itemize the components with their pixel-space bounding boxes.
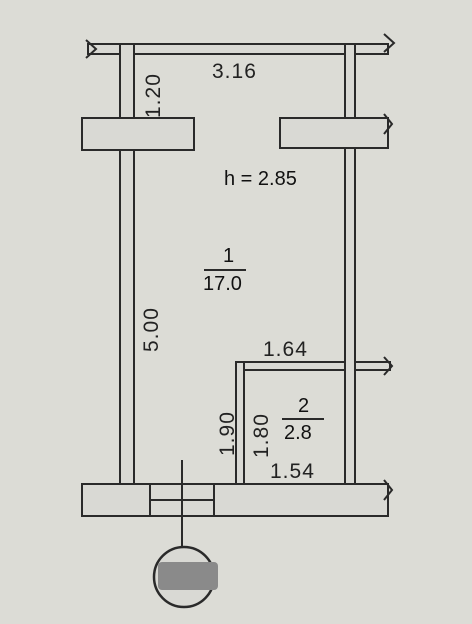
room1-area: 17.0 [203, 273, 242, 295]
break-mark-right [383, 33, 396, 53]
right-stub-room2 [354, 361, 391, 371]
left-wall [119, 149, 135, 485]
ceiling-height: h = 2.85 [224, 168, 297, 190]
room2-area: 2.8 [284, 422, 312, 444]
dim-top-left-depth: 1.20 [142, 73, 165, 118]
north-arrow-circle-icon [152, 545, 218, 609]
dim-room2-left-inner: 1.80 [250, 413, 273, 458]
right-wall [344, 43, 356, 119]
dim-top-width: 3.16 [212, 60, 257, 83]
bottom-wall [81, 483, 389, 517]
dim-room2-top-width: 1.64 [263, 338, 308, 361]
dim-left-length: 5.00 [140, 307, 163, 352]
room1-number: 1 [223, 245, 234, 267]
dim-room2-bottom-width: 1.54 [270, 460, 315, 483]
break-mark-bottom [383, 479, 394, 501]
break-mark-stub-right [383, 113, 394, 135]
right-wall-lower [344, 147, 356, 485]
right-partition-stub [279, 117, 389, 149]
room2-number: 2 [298, 395, 309, 417]
left-partition-stub [81, 117, 195, 151]
break-mark-room2 [383, 356, 394, 376]
left-wall-upper [119, 43, 135, 119]
room2-top-wall [235, 361, 346, 371]
break-mark-left [85, 39, 98, 59]
dim-room2-left-outer: 1.90 [216, 411, 239, 456]
